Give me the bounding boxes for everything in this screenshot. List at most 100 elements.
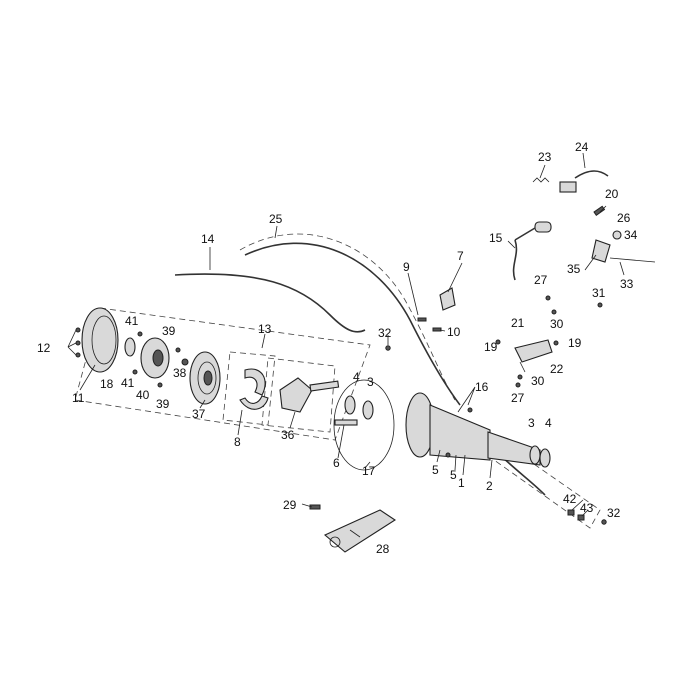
leader-25 — [274, 225, 278, 239]
part-16-bolt — [467, 407, 473, 413]
leader-2 — [489, 459, 493, 479]
drum-cover-outer — [81, 307, 119, 373]
part-6-shaft — [334, 419, 358, 426]
label-15: 15 — [489, 231, 503, 245]
label-33: 33 — [620, 277, 634, 291]
label-24: 24 — [575, 140, 589, 154]
leader-35 — [584, 254, 597, 271]
part-40-drum — [140, 337, 170, 379]
leader-26 — [599, 205, 607, 213]
label-36: 36 — [281, 428, 295, 442]
leader-42-43 — [571, 499, 589, 517]
label-9: 9 — [403, 260, 410, 274]
brake-shoe-group-box — [222, 351, 276, 426]
label-21: 21 — [511, 316, 525, 330]
leader-11 — [79, 364, 96, 391]
label-8: 8 — [234, 435, 241, 449]
label-2: 2 — [486, 479, 493, 493]
leader-13 — [261, 333, 266, 349]
leader-36 — [289, 411, 296, 429]
hub-ring — [197, 361, 217, 395]
leader-6 — [337, 424, 345, 459]
part-15-switch-cable — [512, 221, 552, 281]
part-3-bearing — [362, 400, 374, 420]
label-30: 30 — [550, 317, 564, 331]
part-2-axle-tube — [487, 431, 541, 466]
label-40: 40 — [136, 388, 150, 402]
bracket-leg — [519, 361, 526, 373]
label-4: 4 — [545, 416, 552, 430]
label-7: 7 — [457, 249, 464, 263]
leader-10 — [439, 329, 446, 332]
brake-shoe-lower — [239, 395, 269, 410]
part-4-bearing-right — [539, 448, 551, 468]
part-30-bolt-bottom — [517, 374, 523, 380]
label-20: 20 — [605, 187, 619, 201]
label-41: 41 — [121, 376, 135, 390]
label-34: 34 — [624, 228, 638, 242]
leader-7 — [447, 262, 463, 293]
label-23: 23 — [538, 150, 552, 164]
part-19-bolt-right — [553, 340, 559, 346]
hub-center — [203, 370, 213, 386]
part-38-nut — [181, 358, 189, 366]
part-21-bracket — [514, 339, 553, 373]
label-17: 17 — [362, 464, 376, 478]
part-39-bolt-lower — [157, 382, 163, 388]
part-32-bolt-right — [601, 519, 607, 525]
part-32-bolt — [385, 345, 391, 351]
part-43-washer — [577, 514, 585, 521]
small-fasteners — [132, 295, 607, 525]
part-37-wheel-hub — [189, 351, 221, 405]
part-36-hub-flange — [279, 377, 340, 413]
switch-wire — [512, 239, 518, 281]
leader-15 — [507, 240, 516, 249]
leader-29 — [301, 503, 313, 508]
screw — [75, 327, 81, 333]
part-28-bracket-arm — [323, 509, 397, 553]
label-43: 43 — [580, 501, 594, 515]
leader-1 — [462, 454, 466, 476]
label-26: 26 — [617, 211, 631, 225]
hub-flange-body — [279, 377, 313, 413]
screw — [75, 352, 81, 358]
label-27: 27 — [534, 273, 548, 287]
part-39-bolt — [175, 347, 181, 353]
label-32: 32 — [607, 506, 621, 520]
part-20-pivot — [559, 181, 577, 193]
label-11: 11 — [72, 391, 85, 405]
leader-5 — [436, 449, 457, 471]
drum-hub — [152, 349, 164, 367]
arm-body — [323, 509, 397, 553]
part-labels: 1 2 3 3 4 4 5 5 6 7 8 9 10 11 12 13 14 1… — [37, 140, 638, 556]
leader-17 — [364, 461, 371, 469]
label-14: 14 — [201, 232, 215, 246]
part-12-screws — [75, 327, 81, 358]
brake-shoe-upper — [244, 368, 266, 396]
cable-25-dashed — [239, 233, 456, 401]
part-33-rod — [609, 257, 656, 263]
part-29-screw — [309, 504, 321, 510]
label-16: 16 — [475, 380, 489, 394]
leader-12 — [67, 329, 77, 356]
leader-37 — [199, 399, 206, 409]
label-27: 27 — [511, 391, 525, 405]
label-6: 6 — [333, 456, 340, 470]
label-42: 42 — [563, 492, 577, 506]
part-19-bolt-left — [495, 339, 501, 345]
part-3-bearing-right — [529, 445, 541, 465]
label-22: 22 — [550, 362, 564, 376]
label-3: 3 — [528, 416, 535, 430]
drum-cover-inner — [91, 315, 117, 365]
part-31-bolt — [597, 302, 603, 308]
bracket-plate — [514, 339, 553, 363]
label-41: 41 — [125, 314, 139, 328]
label-5: 5 — [432, 463, 439, 477]
leader-9 — [407, 272, 419, 316]
label-18: 18 — [100, 377, 114, 391]
part-8-brake-shoes — [239, 368, 269, 410]
label-30: 30 — [531, 374, 545, 388]
part-42-nut — [567, 509, 575, 516]
parts-42-43-bolts — [567, 509, 585, 521]
